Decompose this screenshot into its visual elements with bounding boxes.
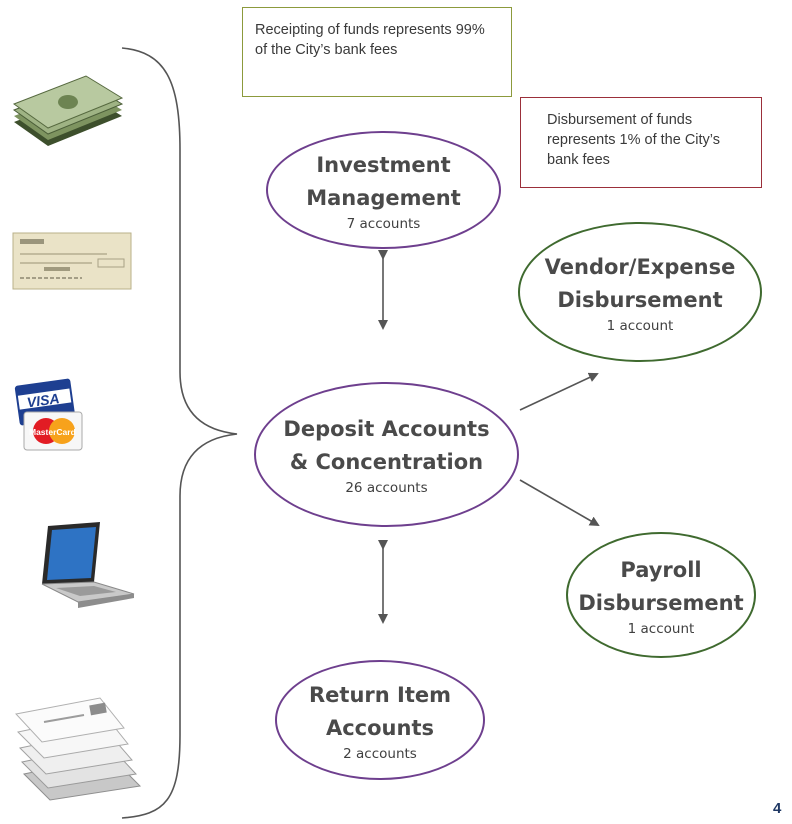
check-icon bbox=[12, 232, 132, 290]
payroll-title-line2: Disbursement bbox=[578, 590, 744, 615]
deposit-count: 26 accounts bbox=[345, 480, 428, 496]
cash-icon bbox=[12, 75, 124, 146]
return-item-accounts-node: Return Item Accounts 2 accounts bbox=[275, 660, 485, 780]
mastercard-label: MasterCard bbox=[29, 427, 76, 437]
investment-title-line2: Management bbox=[306, 185, 461, 210]
vendor-expense-disbursement-node: Vendor/Expense Disbursement 1 account bbox=[518, 222, 762, 362]
deposit-accounts-node: Deposit Accounts & Concentration 26 acco… bbox=[254, 382, 519, 527]
laptop-icon bbox=[41, 522, 135, 608]
visa-label: VISA bbox=[26, 390, 61, 410]
investment-management-node: Investment Management 7 accounts bbox=[266, 131, 501, 249]
investment-count: 7 accounts bbox=[346, 215, 421, 232]
arrow-deposit-vendor bbox=[519, 372, 599, 411]
payroll-title-line1: Payroll bbox=[620, 557, 702, 582]
return-count: 2 accounts bbox=[343, 745, 417, 762]
disbursement-note: Disbursement of funds represents 1% of t… bbox=[520, 97, 762, 188]
return-title-line1: Return Item bbox=[309, 682, 451, 707]
vendor-title-line2: Disbursement bbox=[557, 287, 723, 312]
grouping-brace bbox=[121, 47, 238, 819]
payroll-count: 1 account bbox=[627, 620, 695, 637]
credit-card-icon: VISA MasterCard bbox=[14, 378, 83, 451]
payroll-disbursement-node: Payroll Disbursement 1 account bbox=[566, 532, 756, 658]
return-title-line2: Accounts bbox=[325, 715, 434, 740]
deposit-title-line1: Deposit Accounts bbox=[283, 417, 490, 441]
mail-icon bbox=[15, 697, 142, 801]
investment-title-line1: Investment bbox=[316, 152, 451, 177]
disbursement-note-text: Disbursement of funds represents 1% of t… bbox=[547, 112, 721, 168]
receipting-note: Receipting of funds represents 99% of th… bbox=[242, 7, 512, 97]
receipting-note-text: Receipting of funds represents 99% of th… bbox=[255, 22, 485, 58]
page-number: 4 bbox=[773, 800, 782, 817]
deposit-title-line2: & Concentration bbox=[289, 450, 484, 474]
vendor-count: 1 account bbox=[606, 317, 674, 334]
vendor-title-line1: Vendor/Expense bbox=[544, 254, 736, 279]
arrow-deposit-payroll bbox=[519, 479, 600, 526]
